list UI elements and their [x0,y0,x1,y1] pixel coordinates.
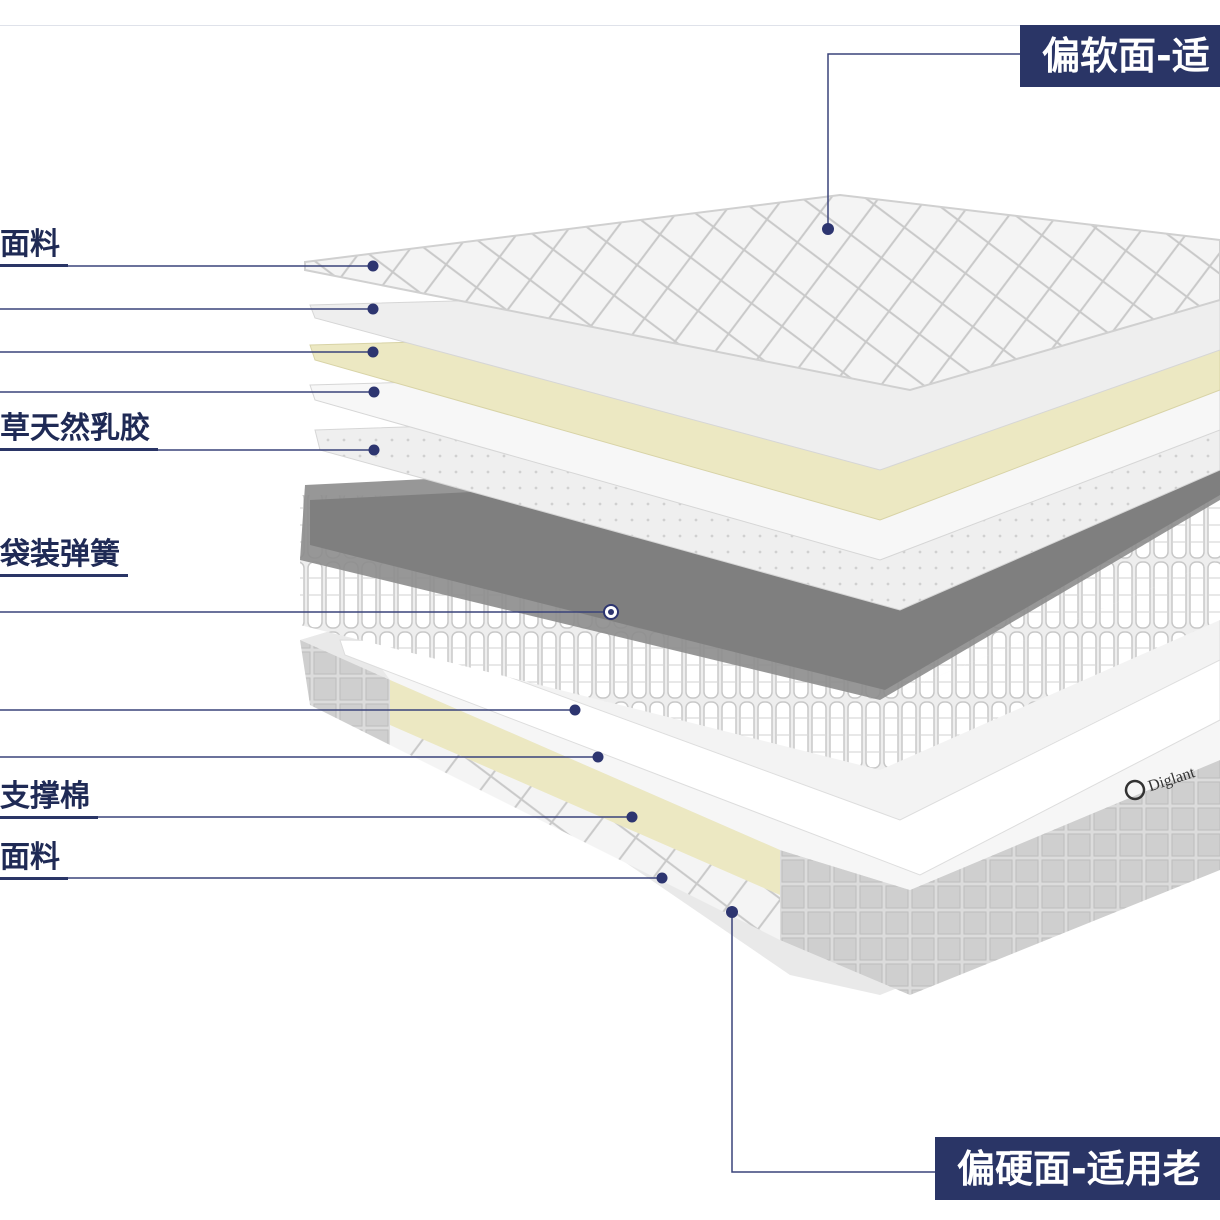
top-frame-line [0,25,1220,26]
callout-dot [608,609,614,615]
callout-lines [0,53,1020,1173]
callout-dot [626,811,638,823]
layer-label-text: 面料 [0,840,60,875]
callout-dot [592,751,604,763]
layer-label-support-foam: 支撑棉 [0,778,98,819]
layer-label-latex: 草天然乳胶 [0,410,158,451]
callout-dots [367,223,834,918]
callout-dot [726,906,738,918]
callout-dot [368,386,380,398]
callout-dot [367,260,379,272]
firm-side-banner-text: 偏硬面-适用老 [957,1146,1201,1191]
soft-side-banner-text: 偏软面-适 [1042,34,1210,78]
layer-label-top-fabric: 面料 [0,226,68,267]
callout-dot [367,303,379,315]
callout-dot [368,444,380,456]
callout-dot [367,346,379,358]
callout-dot [656,872,668,884]
layer-label-bottom-fabric: 面料 [0,839,68,880]
layer-label-text: 支撑棉 [0,779,90,814]
layer-label-text: 袋装弹簧 [0,537,120,572]
soft-side-banner: 偏软面-适 [1020,25,1220,87]
callout-dot [569,704,581,716]
quilted-top-cover [304,193,1220,392]
callout-dot [822,223,834,235]
firm-side-banner: 偏硬面-适用老 [935,1137,1220,1200]
layer-label-pocket-springs: 袋装弹簧 [0,536,128,577]
layer-label-text: 面料 [0,227,60,262]
layer-label-text: 草天然乳胶 [0,411,150,446]
